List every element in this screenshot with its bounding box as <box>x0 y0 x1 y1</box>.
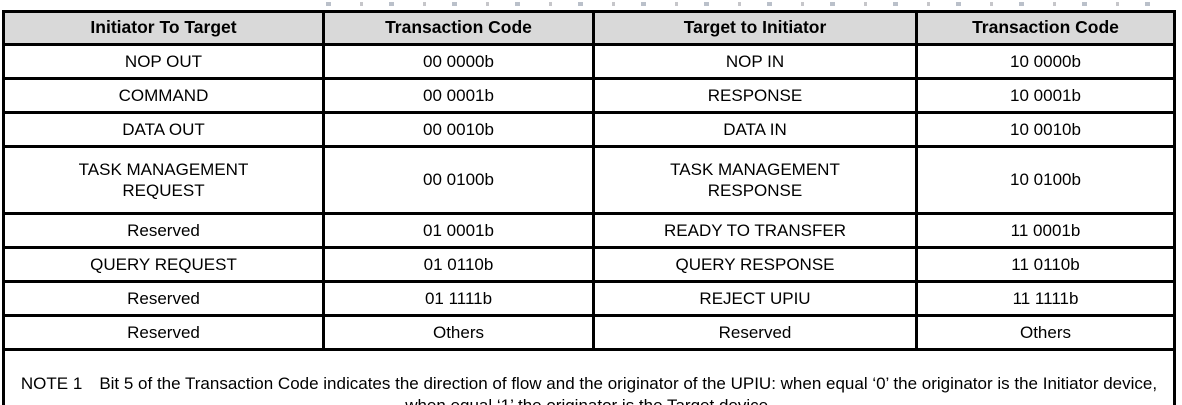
table-row-query: QUERY REQUEST 01 0110b QUERY RESPONSE 11… <box>2 246 1176 283</box>
cell-target-code: 10 0010b <box>915 111 1176 148</box>
table-row-ready-to-transfer: Reserved 01 0001b READY TO TRANSFER 11 0… <box>2 212 1176 249</box>
cell-initiator-code: 00 0001b <box>322 77 595 114</box>
note-label: NOTE 1 <box>20 374 83 394</box>
cell-target-code: Others <box>915 314 1176 351</box>
upiu-transaction-codes-table: Initiator To Target Transaction Code Tar… <box>2 10 1176 405</box>
cell-initiator-name: TASK MANAGEMENT REQUEST <box>2 145 325 215</box>
note-text: Bit 5 of the Transaction Code indicates … <box>99 374 1158 405</box>
cell-target-name: TASK MANAGEMENT RESPONSE <box>592 145 918 215</box>
table-row-data: DATA OUT 00 0010b DATA IN 10 0010b <box>2 111 1176 148</box>
cell-target-code: 10 0001b <box>915 77 1176 114</box>
cell-initiator-code: Others <box>322 314 595 351</box>
note-cell: NOTE 1 Bit 5 of the Transaction Code indi… <box>2 348 1176 405</box>
cell-initiator-code: 01 1111b <box>322 280 595 317</box>
table-row-others: Reserved Others Reserved Others <box>2 314 1176 351</box>
cell-target-name: REJECT UPIU <box>592 280 918 317</box>
cell-initiator-name: COMMAND <box>2 77 325 114</box>
cell-target-name: NOP IN <box>592 43 918 80</box>
cell-target-name: DATA IN <box>592 111 918 148</box>
table-row-command: COMMAND 00 0001b RESPONSE 10 0001b <box>2 77 1176 114</box>
table-row-reject: Reserved 01 1111b REJECT UPIU 11 1111b <box>2 280 1176 317</box>
cell-initiator-code: 00 0010b <box>322 111 595 148</box>
cell-initiator-code: 00 0000b <box>322 43 595 80</box>
cell-target-code: 10 0100b <box>915 145 1176 215</box>
cell-initiator-name: DATA OUT <box>2 111 325 148</box>
table-row-nop: NOP OUT 00 0000b NOP IN 10 0000b <box>2 43 1176 80</box>
clipped-caption-fragments <box>300 2 1165 6</box>
cell-target-name: Reserved <box>592 314 918 351</box>
cell-target-name: QUERY RESPONSE <box>592 246 918 283</box>
cell-initiator-name: NOP OUT <box>2 43 325 80</box>
cell-target-code: 11 0110b <box>915 246 1176 283</box>
column-header-transaction-code-out: Transaction Code <box>322 10 595 46</box>
cell-initiator-name: Reserved <box>2 314 325 351</box>
cell-target-code: 11 0001b <box>915 212 1176 249</box>
column-header-initiator-to-target: Initiator To Target <box>2 10 325 46</box>
cell-initiator-name: QUERY REQUEST <box>2 246 325 283</box>
cell-initiator-code: 01 0110b <box>322 246 595 283</box>
table-row-task-management: TASK MANAGEMENT REQUEST 00 0100b TASK MA… <box>2 145 1176 215</box>
cell-target-code: 11 1111b <box>915 280 1176 317</box>
cell-initiator-name: Reserved <box>2 212 325 249</box>
cell-target-name: READY TO TRANSFER <box>592 212 918 249</box>
column-header-target-to-initiator: Target to Initiator <box>592 10 918 46</box>
header-row: Initiator To Target Transaction Code Tar… <box>2 10 1176 46</box>
cell-target-name: RESPONSE <box>592 77 918 114</box>
cell-target-code: 10 0000b <box>915 43 1176 80</box>
cell-initiator-name: Reserved <box>2 280 325 317</box>
column-header-transaction-code-in: Transaction Code <box>915 10 1176 46</box>
cell-initiator-code: 01 0001b <box>322 212 595 249</box>
note-row: NOTE 1 Bit 5 of the Transaction Code indi… <box>2 348 1176 405</box>
cell-initiator-code: 00 0100b <box>322 145 595 215</box>
